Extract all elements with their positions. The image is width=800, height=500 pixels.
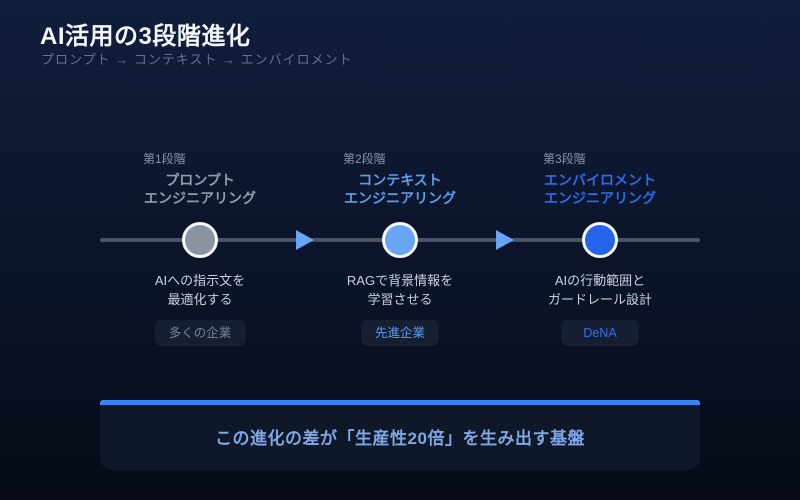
stage-3-label: 第3段階 (543, 152, 586, 166)
page-subtitle: プロンプト → コンテキスト → エンバイロメント (41, 52, 353, 67)
stage-block-1: 第1段階 プロンプト エンジニアリング (110, 150, 290, 207)
stage-1-label: 第1段階 (143, 152, 186, 166)
stage-2-label: 第2段階 (343, 152, 386, 166)
stage-1-title: プロンプト エンジニアリング (144, 172, 256, 206)
banner-text: この進化の差が「生産性20倍」を生み出す基盤 (215, 429, 585, 448)
stage-3-title: エンバイロメント エンジニアリング (544, 172, 656, 206)
stage-1-badge: 多くの企業 (154, 320, 246, 346)
timeline-node-stage2 (382, 222, 418, 258)
stage-block-2: 第2段階 コンテキスト エンジニアリング (310, 150, 490, 207)
stage-2-title: コンテキスト エンジニアリング (344, 172, 456, 206)
stage-3-badge: DeNA (561, 320, 639, 346)
summary-banner: この進化の差が「生産性20倍」を生み出す基盤 (100, 400, 700, 470)
stage-block-3: 第3段階 エンバイロメント エンジニアリング (510, 150, 690, 207)
timeline-node-stage3 (582, 222, 618, 258)
timeline-node-stage1 (182, 222, 218, 258)
stage-1-description: AIへの指示文を 最適化する (154, 273, 246, 307)
page-title: AI活用の3段階進化 (40, 23, 251, 50)
stage-3-description: AIの行動範囲と ガードレール設計 (547, 273, 652, 307)
stage-2-description: RAGで背景情報を 学習させる (346, 273, 454, 307)
banner-accent-bar (100, 400, 700, 405)
arrow-right-icon (496, 230, 514, 250)
arrow-right-icon (296, 230, 314, 250)
stage-2-badge: 先進企業 (360, 320, 440, 346)
